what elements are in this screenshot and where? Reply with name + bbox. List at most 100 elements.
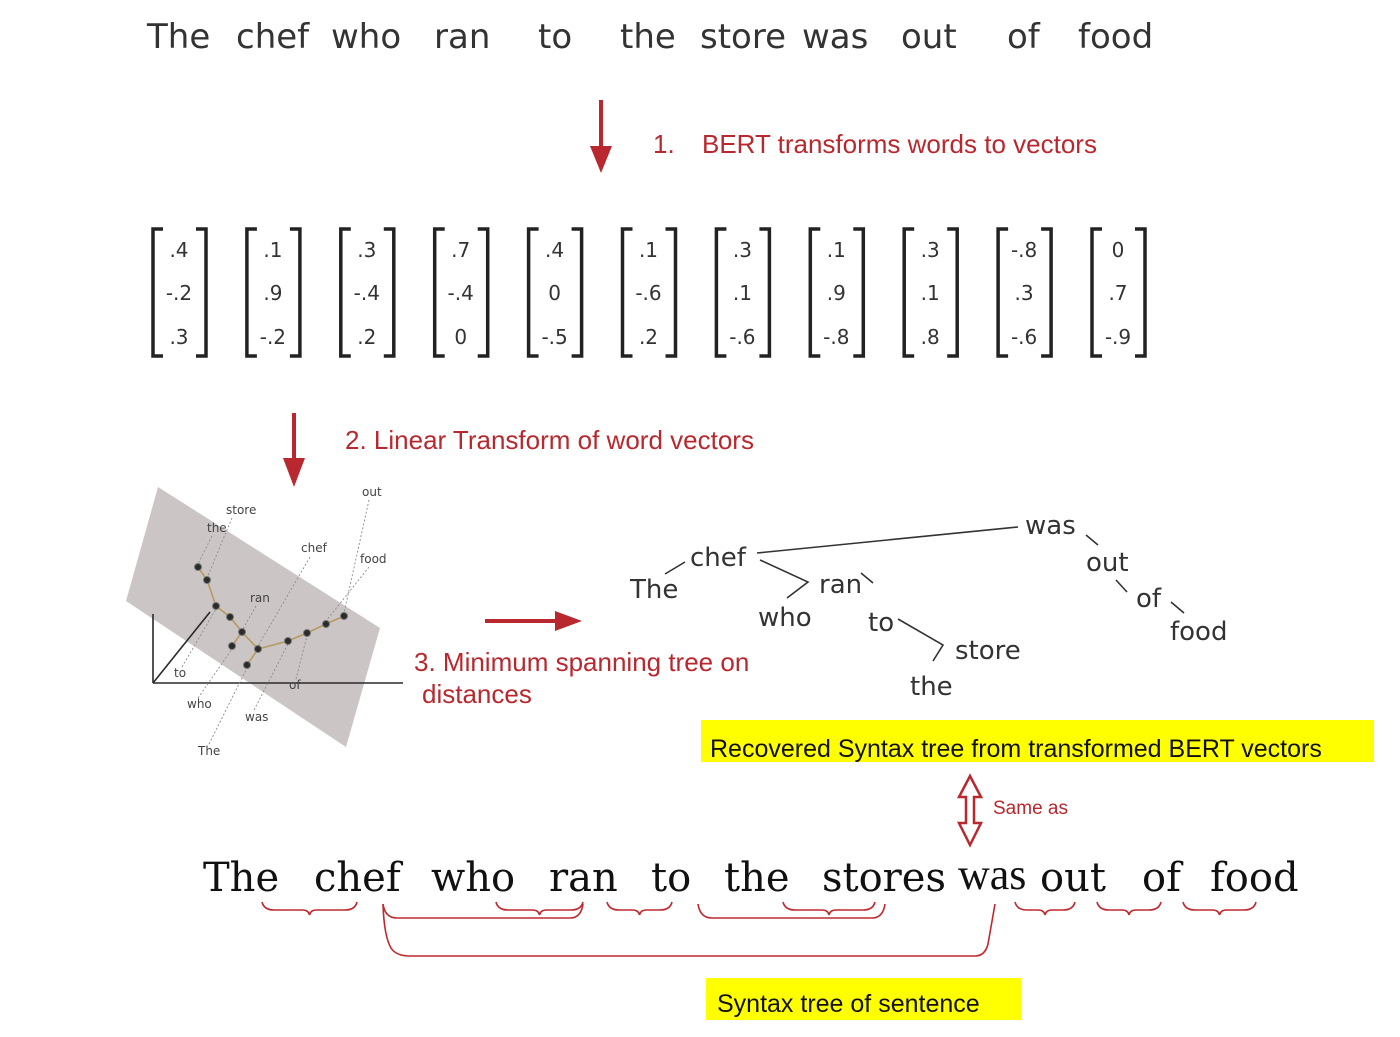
tree-word: who: [758, 603, 812, 633]
vector-bracket-left: [808, 227, 821, 358]
vector-bracket-left: [432, 227, 445, 358]
word-vector: .40-.5: [526, 227, 584, 358]
dependency-arc: [495, 901, 584, 916]
projected-point: [340, 612, 348, 620]
tree-edge: [1085, 534, 1099, 546]
sentence-word: chef: [236, 17, 310, 57]
leader-line: [181, 608, 217, 668]
tree-edge: [1170, 601, 1185, 614]
word-vector: .7-.40: [432, 227, 490, 358]
vector-value: -.8: [1011, 238, 1037, 262]
leader-line: [242, 605, 257, 630]
double-arrow-icon: [956, 773, 984, 848]
dependency-arc: [1096, 901, 1162, 916]
projection-plot: out store the chef food ran to of who wa…: [126, 485, 403, 758]
sentence-word: of: [1007, 17, 1041, 57]
projected-point: [228, 642, 236, 650]
vector-value: .1: [263, 238, 282, 262]
vector-value: .7: [451, 238, 470, 262]
vector-value: .3: [1015, 281, 1034, 305]
vector-value: .7: [1108, 281, 1127, 305]
tree-edge: [756, 526, 1019, 554]
leader-line: [208, 667, 248, 745]
sentence-word: stores: [822, 855, 946, 901]
vector-bracket-left: [1090, 227, 1102, 358]
vector-bracket-left: [151, 227, 163, 358]
point-label: out: [362, 485, 382, 499]
sentence-word: chef: [314, 855, 404, 901]
vector-value: .2: [639, 325, 658, 349]
vector-value: .1: [733, 281, 752, 305]
projected-point: [212, 602, 220, 610]
highlight-box: [701, 720, 1374, 762]
projected-point: [243, 661, 251, 669]
syntax-tree-caption: Syntax tree of sentence: [717, 990, 980, 1018]
vector-bracket-right: [853, 227, 866, 358]
leader-line: [206, 517, 233, 579]
step3-arrow-right-icon: [485, 611, 582, 631]
projected-point: [322, 620, 330, 628]
sentence-word: the: [724, 855, 790, 901]
tree-word: chef: [690, 543, 747, 573]
sentence-word: to: [651, 855, 691, 901]
leader-line: [295, 635, 308, 680]
tree-word: of: [1136, 584, 1162, 614]
vector-value: .3: [921, 238, 940, 262]
sentence-word: ran: [434, 17, 490, 57]
reference-sentence: The chef who ran to the stores was out o…: [203, 850, 1299, 901]
sentence-word: food: [1078, 17, 1153, 57]
projected-point: [194, 563, 202, 571]
vector-bracket-right: [383, 227, 396, 358]
vector-value: .1: [921, 281, 940, 305]
step2-label: 2. Linear Transform of word vectors: [345, 425, 754, 455]
vector-value: .4: [545, 238, 564, 262]
vector-value: .9: [263, 281, 282, 305]
word-vector: 0.7-.9: [1090, 227, 1147, 358]
tree-word: was: [1025, 511, 1076, 541]
dependency-arc: [1182, 901, 1257, 916]
vector-bracket-left: [902, 227, 915, 358]
vector-bracket-left: [996, 227, 1009, 358]
tree-edge: [664, 561, 686, 575]
vector-value: -.6: [1011, 325, 1037, 349]
vector-bracket-left: [339, 227, 351, 358]
dependency-arc: [782, 901, 876, 916]
vector-value: -.2: [166, 281, 192, 305]
sentence-word: store: [700, 17, 786, 57]
point-label: ran: [250, 591, 270, 605]
point-label: of: [289, 678, 301, 692]
vector-value: -.2: [260, 325, 286, 349]
highlight-box: [706, 978, 1021, 1020]
point-label: to: [174, 666, 186, 680]
sentence-word: The: [203, 855, 279, 901]
step1-label: BERT transforms words to vectors: [702, 129, 1097, 159]
step1-arrow-down-icon: [590, 100, 612, 173]
vector-bracket-right: [759, 227, 772, 358]
word-vector: .4-.2.3: [151, 227, 208, 358]
sentence-word: who: [331, 17, 401, 57]
sentence-word: The: [146, 17, 210, 57]
leader-line: [253, 643, 289, 711]
sentence-word: food: [1210, 855, 1299, 901]
vector-value: 0: [454, 325, 467, 349]
point-label: who: [187, 697, 212, 711]
word-vector: .1.9-.8: [808, 227, 866, 358]
input-sentence: The chef who ran to the store was out of…: [146, 17, 1153, 57]
point-label: chef: [301, 541, 328, 555]
vector-bracket-right: [1041, 227, 1053, 358]
step3-label: 3. Minimum spanning tree on: [414, 647, 749, 677]
axis-line: [152, 611, 211, 684]
vector-bracket-right: [571, 227, 584, 358]
tree-edge: [759, 559, 810, 599]
sentence-word: of: [1142, 855, 1184, 901]
step3-label: distances: [422, 679, 532, 709]
dependency-arc: [261, 901, 358, 916]
vector-value: .3: [733, 238, 752, 262]
leader-line: [343, 499, 370, 614]
tree-word: store: [955, 636, 1021, 666]
vector-value: .4: [169, 238, 188, 262]
projected-point: [303, 629, 311, 637]
vector-value: .3: [357, 238, 376, 262]
vector-value: .1: [827, 238, 846, 262]
